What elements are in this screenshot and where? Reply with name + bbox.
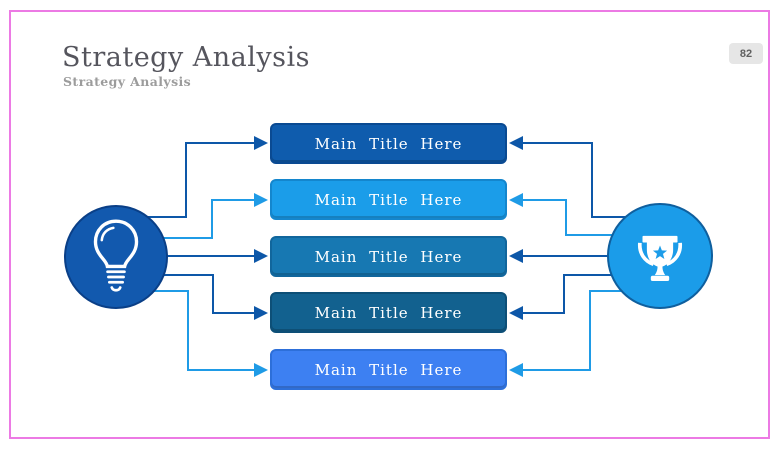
bar-label: Main Title Here <box>314 190 463 209</box>
trophy-stem <box>654 266 666 276</box>
bar-label: Main Title Here <box>314 134 463 153</box>
lightbulb-strokes <box>93 219 139 292</box>
bar-label: Main Title Here <box>314 303 463 322</box>
bar-label: Main Title Here <box>314 360 463 379</box>
trophy-shapes <box>638 235 682 281</box>
trophy-star <box>652 245 668 259</box>
page-number-badge: 82 <box>729 43 763 64</box>
award-circle[interactable] <box>607 203 713 309</box>
trophy-base <box>650 275 670 281</box>
main-title-bar-1[interactable]: Main Title Here <box>270 123 507 164</box>
page-subtitle[interactable]: Strategy Analysis <box>63 74 192 89</box>
trophy-icon <box>638 235 682 281</box>
main-title-bar-5[interactable]: Main Title Here <box>270 349 507 390</box>
trophy-rim <box>642 235 678 243</box>
main-title-bar-4[interactable]: Main Title Here <box>270 292 507 333</box>
bulb-highlight <box>100 226 115 242</box>
idea-circle[interactable] <box>64 205 168 309</box>
trophy-handle-left <box>638 242 655 267</box>
bar-label: Main Title Here <box>314 247 463 266</box>
connector-right-1 <box>509 136 660 218</box>
bulb-outline <box>93 219 139 269</box>
bulb-base <box>110 286 122 292</box>
trophy-handle-right <box>665 242 682 267</box>
connector-left-1 <box>116 136 268 218</box>
page-title[interactable]: Strategy Analysis <box>62 42 311 73</box>
lightbulb-icon <box>93 219 139 292</box>
main-title-bar-3[interactable]: Main Title Here <box>270 236 507 277</box>
slide-border <box>9 10 770 439</box>
main-title-bar-2[interactable]: Main Title Here <box>270 179 507 220</box>
